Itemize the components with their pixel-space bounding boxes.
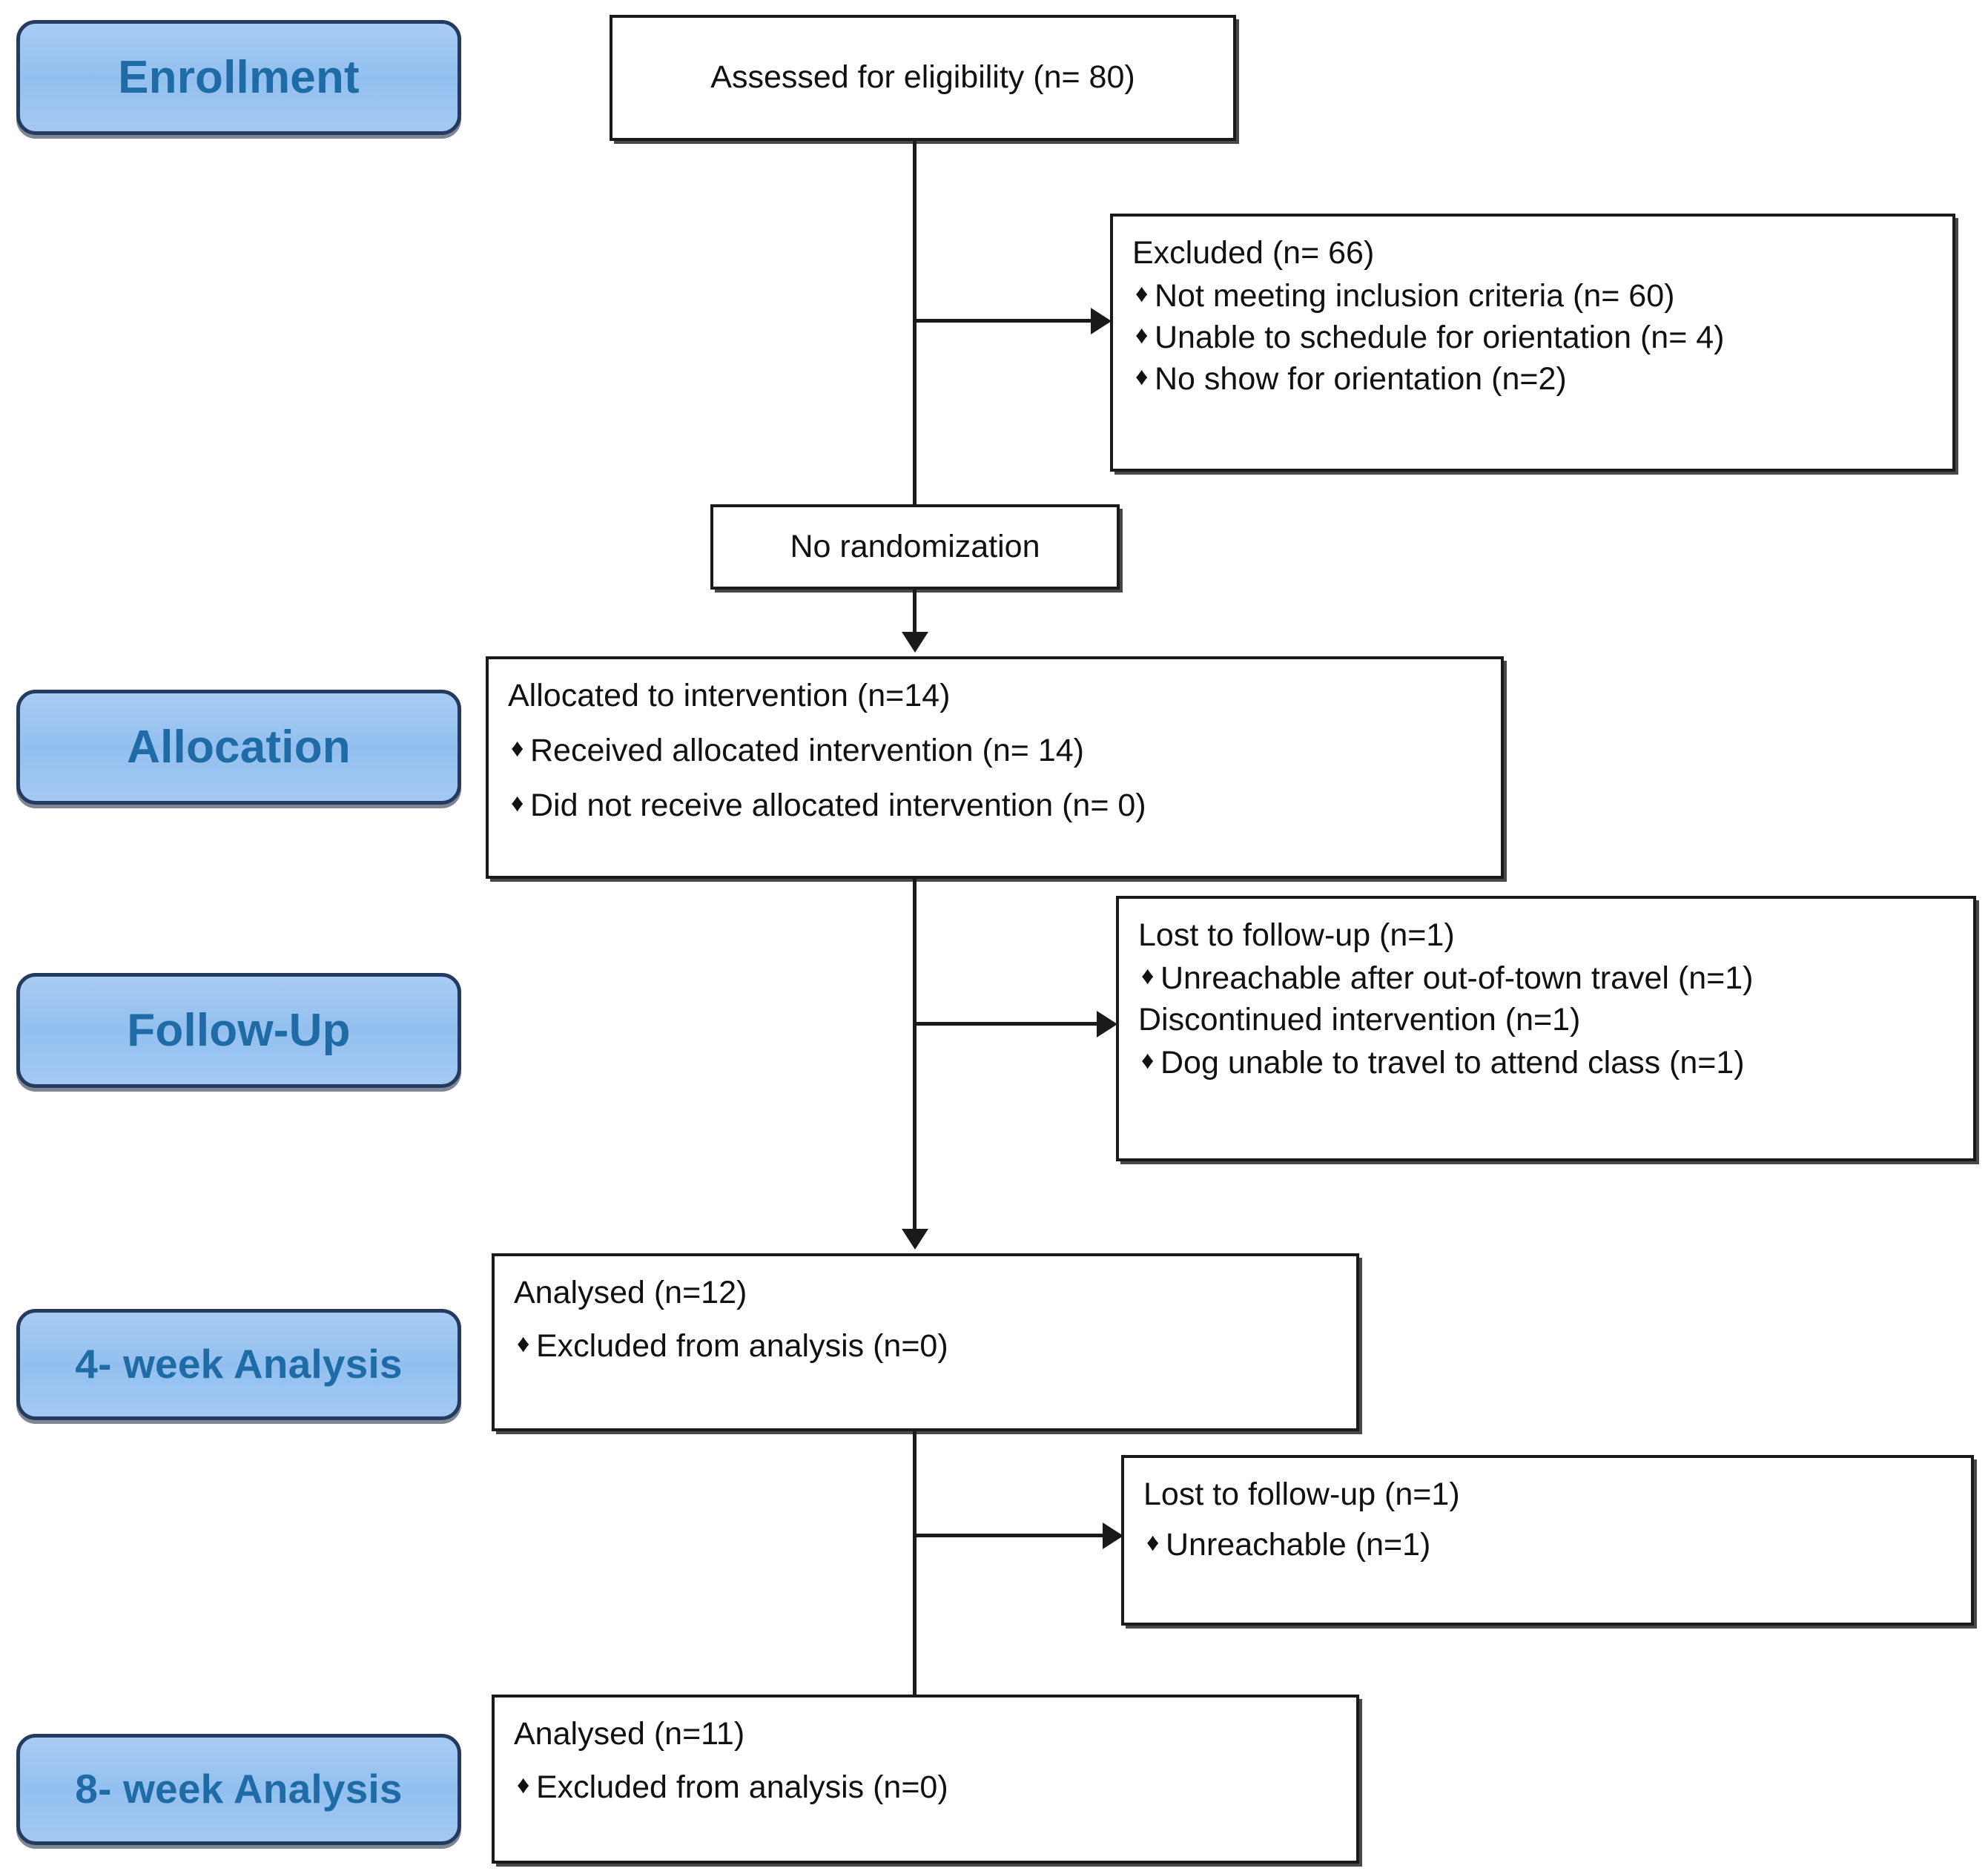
excluded-bullet-2-text: Unable to schedule for orientation (n= 4… (1155, 319, 1725, 355)
excluded-bullet-1: ♦ Not meeting inclusion criteria (n= 60) (1132, 276, 1933, 317)
connector-branch-to-excluded (913, 319, 1092, 323)
stage-badge-analysis-8week: 8- week Analysis (16, 1734, 461, 1845)
allocated-bullet-1: ♦ Received allocated intervention (n= 14… (508, 730, 1482, 772)
allocated-bullet-1-text: Received allocated intervention (n= 14) (530, 732, 1084, 768)
arrowhead-to-analysed4 (902, 1229, 928, 1250)
stage-badge-enrollment: Enrollment (16, 20, 461, 135)
bullet-icon: ♦ (511, 788, 524, 817)
connector-branch-to-followup-loss-1 (913, 1022, 1098, 1026)
connector-assessed-to-norandom (913, 141, 917, 504)
connector-analysed4-to-analysed8 (913, 1431, 917, 1702)
analysed4-head-text: Analysed (n=12) (514, 1275, 747, 1310)
bullet-icon: ♦ (1135, 320, 1149, 349)
arrowhead-to-allocated (902, 632, 928, 653)
stage-badge-follow-up: Follow-Up (16, 973, 461, 1088)
stage-label-allocation: Allocation (127, 721, 351, 773)
box-allocated-to-intervention: Allocated to intervention (n=14) ♦ Recei… (486, 656, 1504, 879)
followup1-bullet-1: ♦ Unreachable after out-of-town travel (… (1138, 958, 1954, 1000)
stage-badge-allocation: Allocation (16, 690, 461, 805)
box-no-randomization: No randomization (710, 504, 1120, 590)
followup1-bullet-2-text: Dog unable to travel to attend class (n=… (1160, 1044, 1745, 1080)
analysed4-bullet-1-text: Excluded from analysis (n=0) (536, 1327, 948, 1364)
box-followup-loss-2: Lost to follow-up (n=1) ♦ Unreachable (n… (1121, 1455, 1974, 1626)
followup1-bullet-2: ♦ Dog unable to travel to attend class (… (1138, 1043, 1954, 1084)
excluded-head-text: Excluded (n= 66) (1132, 235, 1375, 271)
bullet-icon: ♦ (1146, 1528, 1160, 1557)
box-excluded: Excluded (n= 66) ♦ Not meeting inclusion… (1110, 214, 1955, 472)
stage-label-enrollment: Enrollment (118, 51, 360, 103)
bullet-icon: ♦ (517, 1770, 530, 1799)
stage-badge-analysis-4week: 4- week Analysis (16, 1309, 461, 1420)
followup1-head-1-text: Lost to follow-up (n=1) (1138, 917, 1455, 953)
arrowhead-to-followup-loss-2 (1103, 1522, 1123, 1549)
excluded-bullet-3: ♦ No show for orientation (n=2) (1132, 359, 1933, 400)
followup1-head-2-text: Discontinued intervention (n=1) (1138, 1001, 1581, 1037)
connector-norandom-to-allocated (913, 590, 917, 634)
bullet-icon: ♦ (511, 733, 524, 762)
bullet-icon: ♦ (1135, 362, 1149, 391)
followup2-bullet-1-text: Unreachable (n=1) (1166, 1526, 1431, 1563)
analysed4-bullet-1: ♦ Excluded from analysis (n=0) (514, 1326, 1337, 1367)
arrowhead-to-excluded (1091, 308, 1112, 334)
analysed8-bullet-1-text: Excluded from analysis (n=0) (536, 1769, 948, 1805)
allocated-bullet-2: ♦ Did not receive allocated intervention… (508, 785, 1482, 827)
connector-allocated-to-analysed4 (913, 879, 917, 1231)
box-analysed-4week: Analysed (n=12) ♦ Excluded from analysis… (492, 1253, 1359, 1431)
stage-label-analysis-8week: 8- week Analysis (75, 1766, 403, 1812)
excluded-bullet-3-text: No show for orientation (n=2) (1155, 360, 1567, 397)
connector-branch-to-followup-loss-2 (913, 1534, 1104, 1537)
box-analysed-8week: Analysed (n=11) ♦ Excluded from analysis… (492, 1695, 1359, 1864)
bullet-icon: ♦ (1141, 1046, 1155, 1075)
bullet-icon: ♦ (1141, 961, 1155, 990)
bullet-icon: ♦ (1135, 279, 1149, 308)
no-randomization-text: No randomization (790, 528, 1040, 564)
allocated-head-text: Allocated to intervention (n=14) (508, 678, 951, 713)
excluded-bullet-2: ♦ Unable to schedule for orientation (n=… (1132, 317, 1933, 359)
followup2-head-text: Lost to follow-up (n=1) (1143, 1477, 1460, 1512)
box-assessed-for-eligibility: Assessed for eligibility (n= 80) (610, 15, 1236, 141)
allocated-bullet-2-text: Did not receive allocated intervention (… (530, 787, 1146, 823)
stage-label-follow-up: Follow-Up (127, 1004, 351, 1056)
stage-label-analysis-4week: 4- week Analysis (75, 1341, 403, 1388)
followup2-bullet-1: ♦ Unreachable (n=1) (1143, 1525, 1952, 1566)
analysed8-head-text: Analysed (n=11) (514, 1716, 745, 1752)
box-followup-loss-1: Lost to follow-up (n=1) ♦ Unreachable af… (1116, 896, 1976, 1161)
bullet-icon: ♦ (517, 1329, 530, 1358)
followup1-bullet-1-text: Unreachable after out-of-town travel (n=… (1160, 960, 1754, 996)
arrowhead-to-followup-loss-1 (1097, 1011, 1117, 1037)
assessed-head-text: Assessed for eligibility (n= 80) (710, 59, 1135, 96)
analysed8-bullet-1: ♦ Excluded from analysis (n=0) (514, 1767, 1337, 1809)
excluded-bullet-1-text: Not meeting inclusion criteria (n= 60) (1155, 277, 1675, 314)
